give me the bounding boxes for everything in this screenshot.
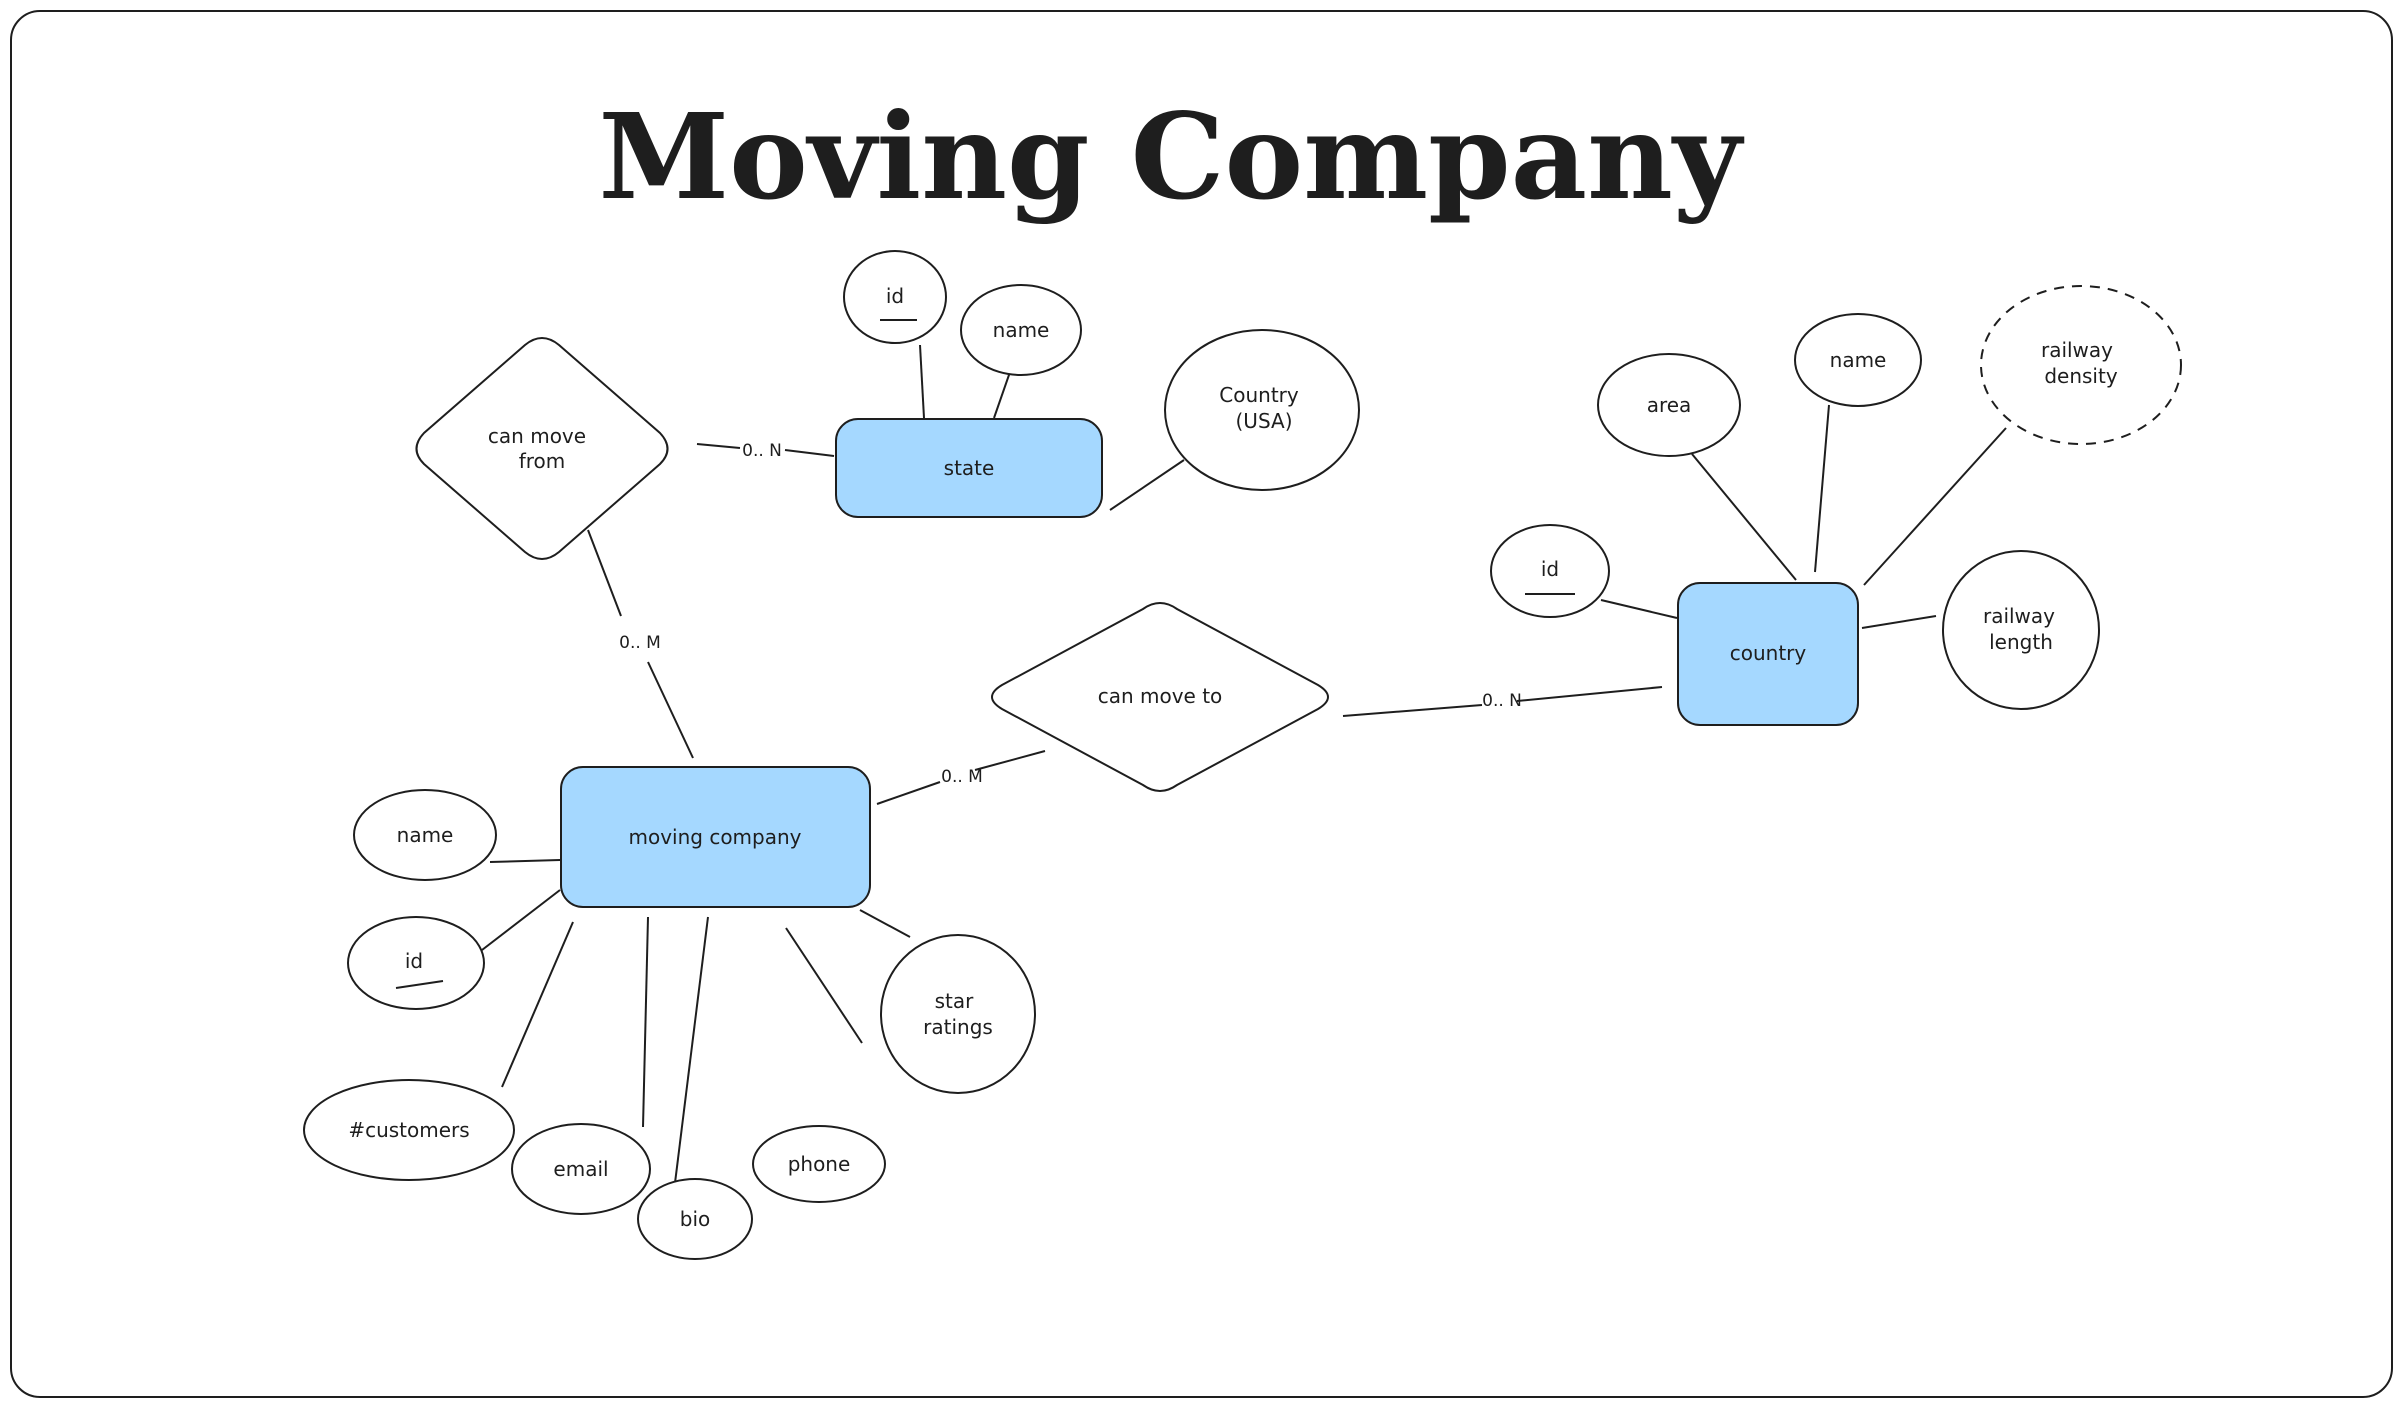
edge-to-country-a[interactable] bbox=[1342, 704, 1483, 717]
edge-country-name[interactable] bbox=[1814, 404, 1830, 573]
attribute-mc-name[interactable]: name bbox=[353, 789, 497, 881]
attribute-label: #customers bbox=[348, 1118, 469, 1142]
attribute-label: density bbox=[2044, 364, 2117, 388]
attribute-label: star bbox=[935, 989, 975, 1013]
attribute-label: length bbox=[1989, 630, 2053, 654]
edge-country-area[interactable] bbox=[1691, 453, 1797, 581]
cardinality-country-to: 0.. N bbox=[1482, 691, 1522, 711]
canvas-frame bbox=[10, 10, 2393, 1398]
attribute-label: (USA) bbox=[1236, 409, 1293, 433]
attribute-state-country[interactable]: Country (USA) bbox=[1164, 329, 1360, 491]
edge-from-state-a[interactable] bbox=[696, 443, 741, 449]
attribute-country-railway-length[interactable]: railway length bbox=[1942, 550, 2100, 710]
attribute-label: Country bbox=[1219, 383, 1299, 407]
edge-mc-email[interactable] bbox=[642, 916, 649, 1128]
attribute-state-id[interactable]: id bbox=[843, 250, 947, 344]
edge-mc-phone[interactable] bbox=[859, 909, 911, 938]
entity-state[interactable]: state bbox=[835, 418, 1103, 518]
attribute-label: name bbox=[993, 318, 1050, 342]
cardinality-mc-from: 0.. M bbox=[619, 633, 661, 653]
attribute-label: id bbox=[886, 284, 904, 308]
attribute-label: name bbox=[397, 823, 454, 847]
edge-state-country[interactable] bbox=[1109, 459, 1185, 511]
attribute-label: bio bbox=[680, 1207, 711, 1231]
edge-to-mc-a[interactable] bbox=[876, 781, 941, 805]
attribute-label: id bbox=[405, 949, 423, 973]
relationship-label: from bbox=[519, 449, 566, 473]
attribute-label: area bbox=[1647, 393, 1692, 417]
entity-country[interactable]: country bbox=[1677, 582, 1859, 726]
edges bbox=[481, 344, 2007, 1184]
relationship-can-move-from[interactable]: can move from bbox=[415, 337, 669, 560]
cardinality-state-from: 0.. N bbox=[742, 441, 782, 461]
attribute-mc-id[interactable]: id bbox=[347, 916, 485, 1010]
edge-to-country-b[interactable] bbox=[1516, 686, 1663, 702]
attribute-label: email bbox=[553, 1157, 608, 1181]
entity-label: moving company bbox=[628, 825, 801, 849]
edge-from-mc-a[interactable] bbox=[587, 529, 622, 617]
entity-moving-company[interactable]: moving company bbox=[560, 766, 871, 908]
attribute-country-name[interactable]: name bbox=[1794, 313, 1922, 407]
edge-country-railway-length[interactable] bbox=[1861, 615, 1937, 629]
cardinality-mc-to: 0.. M bbox=[941, 767, 983, 787]
relationship-can-move-to[interactable]: can move to bbox=[991, 602, 1329, 792]
attribute-label: railway bbox=[1983, 604, 2055, 628]
edge-mc-id[interactable] bbox=[481, 889, 561, 951]
edge-from-state-b[interactable] bbox=[784, 449, 835, 457]
relationship-label: can move bbox=[488, 424, 586, 448]
attribute-label: ratings bbox=[923, 1015, 993, 1039]
attribute-country-area[interactable]: area bbox=[1597, 353, 1741, 457]
edge-mc-name[interactable] bbox=[489, 859, 561, 863]
diagram-title: Moving Company bbox=[599, 87, 1745, 226]
edge-country-id[interactable] bbox=[1600, 599, 1678, 619]
edge-mc-customers[interactable] bbox=[501, 921, 574, 1088]
attribute-mc-star-ratings[interactable]: star ratings bbox=[880, 934, 1036, 1094]
edge-mc-bio[interactable] bbox=[674, 916, 709, 1184]
attribute-label: name bbox=[1830, 348, 1887, 372]
attribute-label: phone bbox=[788, 1152, 851, 1176]
edge-to-mc-b[interactable] bbox=[974, 750, 1046, 771]
edge-country-railway-density[interactable] bbox=[1863, 427, 2007, 586]
attribute-mc-phone[interactable]: phone bbox=[752, 1125, 886, 1203]
edge-state-name[interactable] bbox=[993, 371, 1011, 419]
attribute-label: railway bbox=[2041, 338, 2113, 362]
attribute-label: id bbox=[1541, 557, 1559, 581]
entity-label: country bbox=[1730, 641, 1807, 665]
attribute-state-name[interactable]: name bbox=[960, 284, 1082, 376]
attribute-country-id[interactable]: id bbox=[1490, 524, 1610, 618]
attribute-mc-email[interactable]: email bbox=[511, 1123, 651, 1215]
edge-from-mc-b[interactable] bbox=[647, 661, 694, 759]
attribute-country-railway-density[interactable]: railway density bbox=[1980, 285, 2182, 445]
entity-label: state bbox=[944, 456, 995, 480]
attribute-mc-customers[interactable]: #customers bbox=[303, 1079, 515, 1181]
primary-key-underline bbox=[395, 980, 444, 989]
relationship-label: can move to bbox=[1098, 684, 1223, 708]
edge-mc-star-ratings[interactable] bbox=[785, 927, 863, 1044]
attribute-mc-bio[interactable]: bio bbox=[637, 1178, 753, 1260]
edge-state-id[interactable] bbox=[919, 344, 925, 419]
